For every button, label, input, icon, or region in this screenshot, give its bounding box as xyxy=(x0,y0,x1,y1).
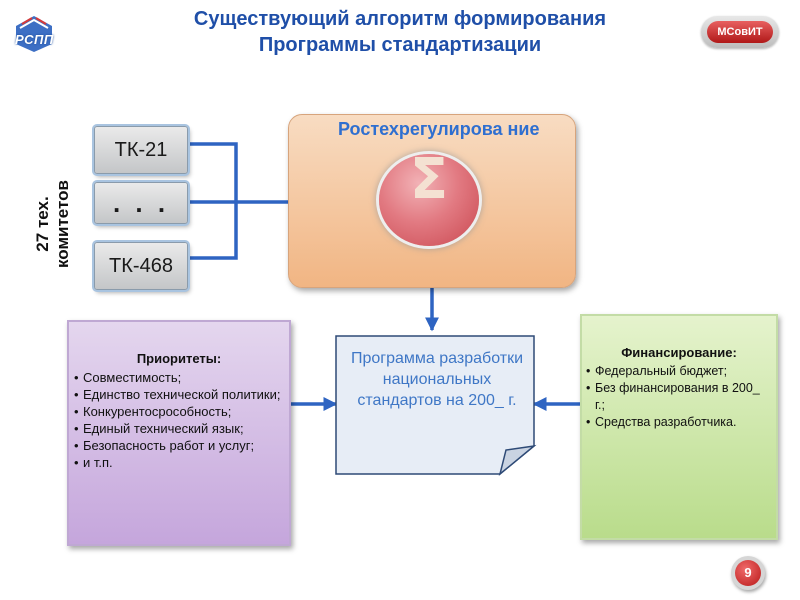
title-line-1: Существующий алгоритм формирования xyxy=(193,8,607,30)
committee-box-more: . . . xyxy=(94,182,188,224)
committees-label-line-2: комитетов xyxy=(53,180,72,268)
list-item: Федеральный бюджет; xyxy=(586,363,772,380)
sigma-circle xyxy=(379,154,479,246)
badge-label: МСовИТ xyxy=(707,21,773,43)
msovit-badge: МСовИТ xyxy=(701,16,779,48)
logo-text: РСПП xyxy=(15,32,54,47)
sigma-icon: Σ xyxy=(409,147,449,212)
priorities-title: Приоритеты: xyxy=(136,351,222,366)
committee-box-tk468: ТК-468 xyxy=(94,242,188,290)
logo-emblem-icon xyxy=(16,16,52,52)
page-number-badge: 9 xyxy=(731,556,765,590)
page-number: 9 xyxy=(735,560,761,586)
priorities-box: Приоритеты: Совместимость; Единство техн… xyxy=(67,320,291,546)
list-item: Единство технической политики; xyxy=(74,386,284,403)
financing-box: Финансирование: Федеральный бюджет; Без … xyxy=(580,314,778,540)
title-line-2: Программы стандартизации xyxy=(258,34,542,56)
list-item: Конкурентосрособность; xyxy=(74,403,284,420)
page-title: Существующий алгоритм формирования Прогр… xyxy=(120,6,680,58)
program-text: Программа разработки национальных станда… xyxy=(351,350,523,409)
list-item: и т.п. xyxy=(74,454,284,471)
committees-label-line-1: 27 тех. xyxy=(33,196,52,252)
rspp-logo: РСПП xyxy=(12,14,56,54)
list-item: Без финансирования в 200_ г.; xyxy=(586,380,772,414)
committees-side-label: 27 тех. комитетов xyxy=(33,159,117,289)
list-item: Безопасность работ и услуг; xyxy=(74,437,284,454)
financing-title: Финансирование: xyxy=(621,345,737,360)
list-item: Средства разработчика. xyxy=(586,414,772,431)
committee-box-tk21: ТК-21 xyxy=(94,126,188,174)
regulator-title: Ростехрегулирова ние xyxy=(338,119,540,139)
program-document-shape xyxy=(335,335,537,477)
priorities-list: Совместимость; Единство технической поли… xyxy=(74,369,284,471)
list-item: Единый технический язык; xyxy=(74,420,284,437)
list-item: Совместимость; xyxy=(74,369,284,386)
financing-list: Федеральный бюджет; Без финансирования в… xyxy=(586,363,772,431)
